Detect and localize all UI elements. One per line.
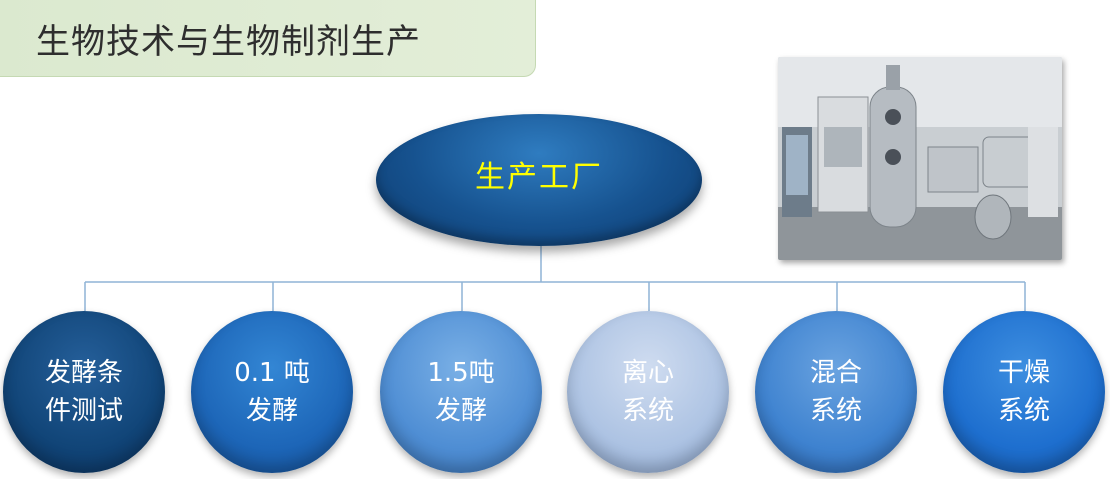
node-drying-system: 干燥 系统 (943, 311, 1105, 473)
node-label: 离心 系统 (621, 358, 674, 426)
root-node-production-plant: 生产工厂 (376, 114, 702, 246)
title-banner: 生物技术与生物制剂生产 (0, 0, 536, 77)
node-1-5-ton-fermentation: 1.5吨 发酵 (380, 311, 542, 473)
node-label: 混合 系统 (809, 358, 862, 426)
node-label: 1.5吨 发酵 (427, 358, 495, 426)
page-title: 生物技术与生物制剂生产 (36, 22, 421, 62)
node-0-1-ton-fermentation: 0.1 吨 发酵 (191, 311, 353, 473)
node-mixing-system: 混合 系统 (755, 311, 917, 473)
node-label: 干燥 系统 (997, 358, 1050, 426)
node-label: 0.1 吨 发酵 (234, 358, 310, 426)
factory-equipment-photo (778, 57, 1062, 260)
node-fermentation-testing: 发酵条 件测试 (3, 311, 165, 473)
node-label: 发酵条 件测试 (44, 358, 123, 426)
node-centrifuge-system: 离心 系统 (567, 311, 729, 473)
root-node-label: 生产工厂 (475, 160, 603, 195)
